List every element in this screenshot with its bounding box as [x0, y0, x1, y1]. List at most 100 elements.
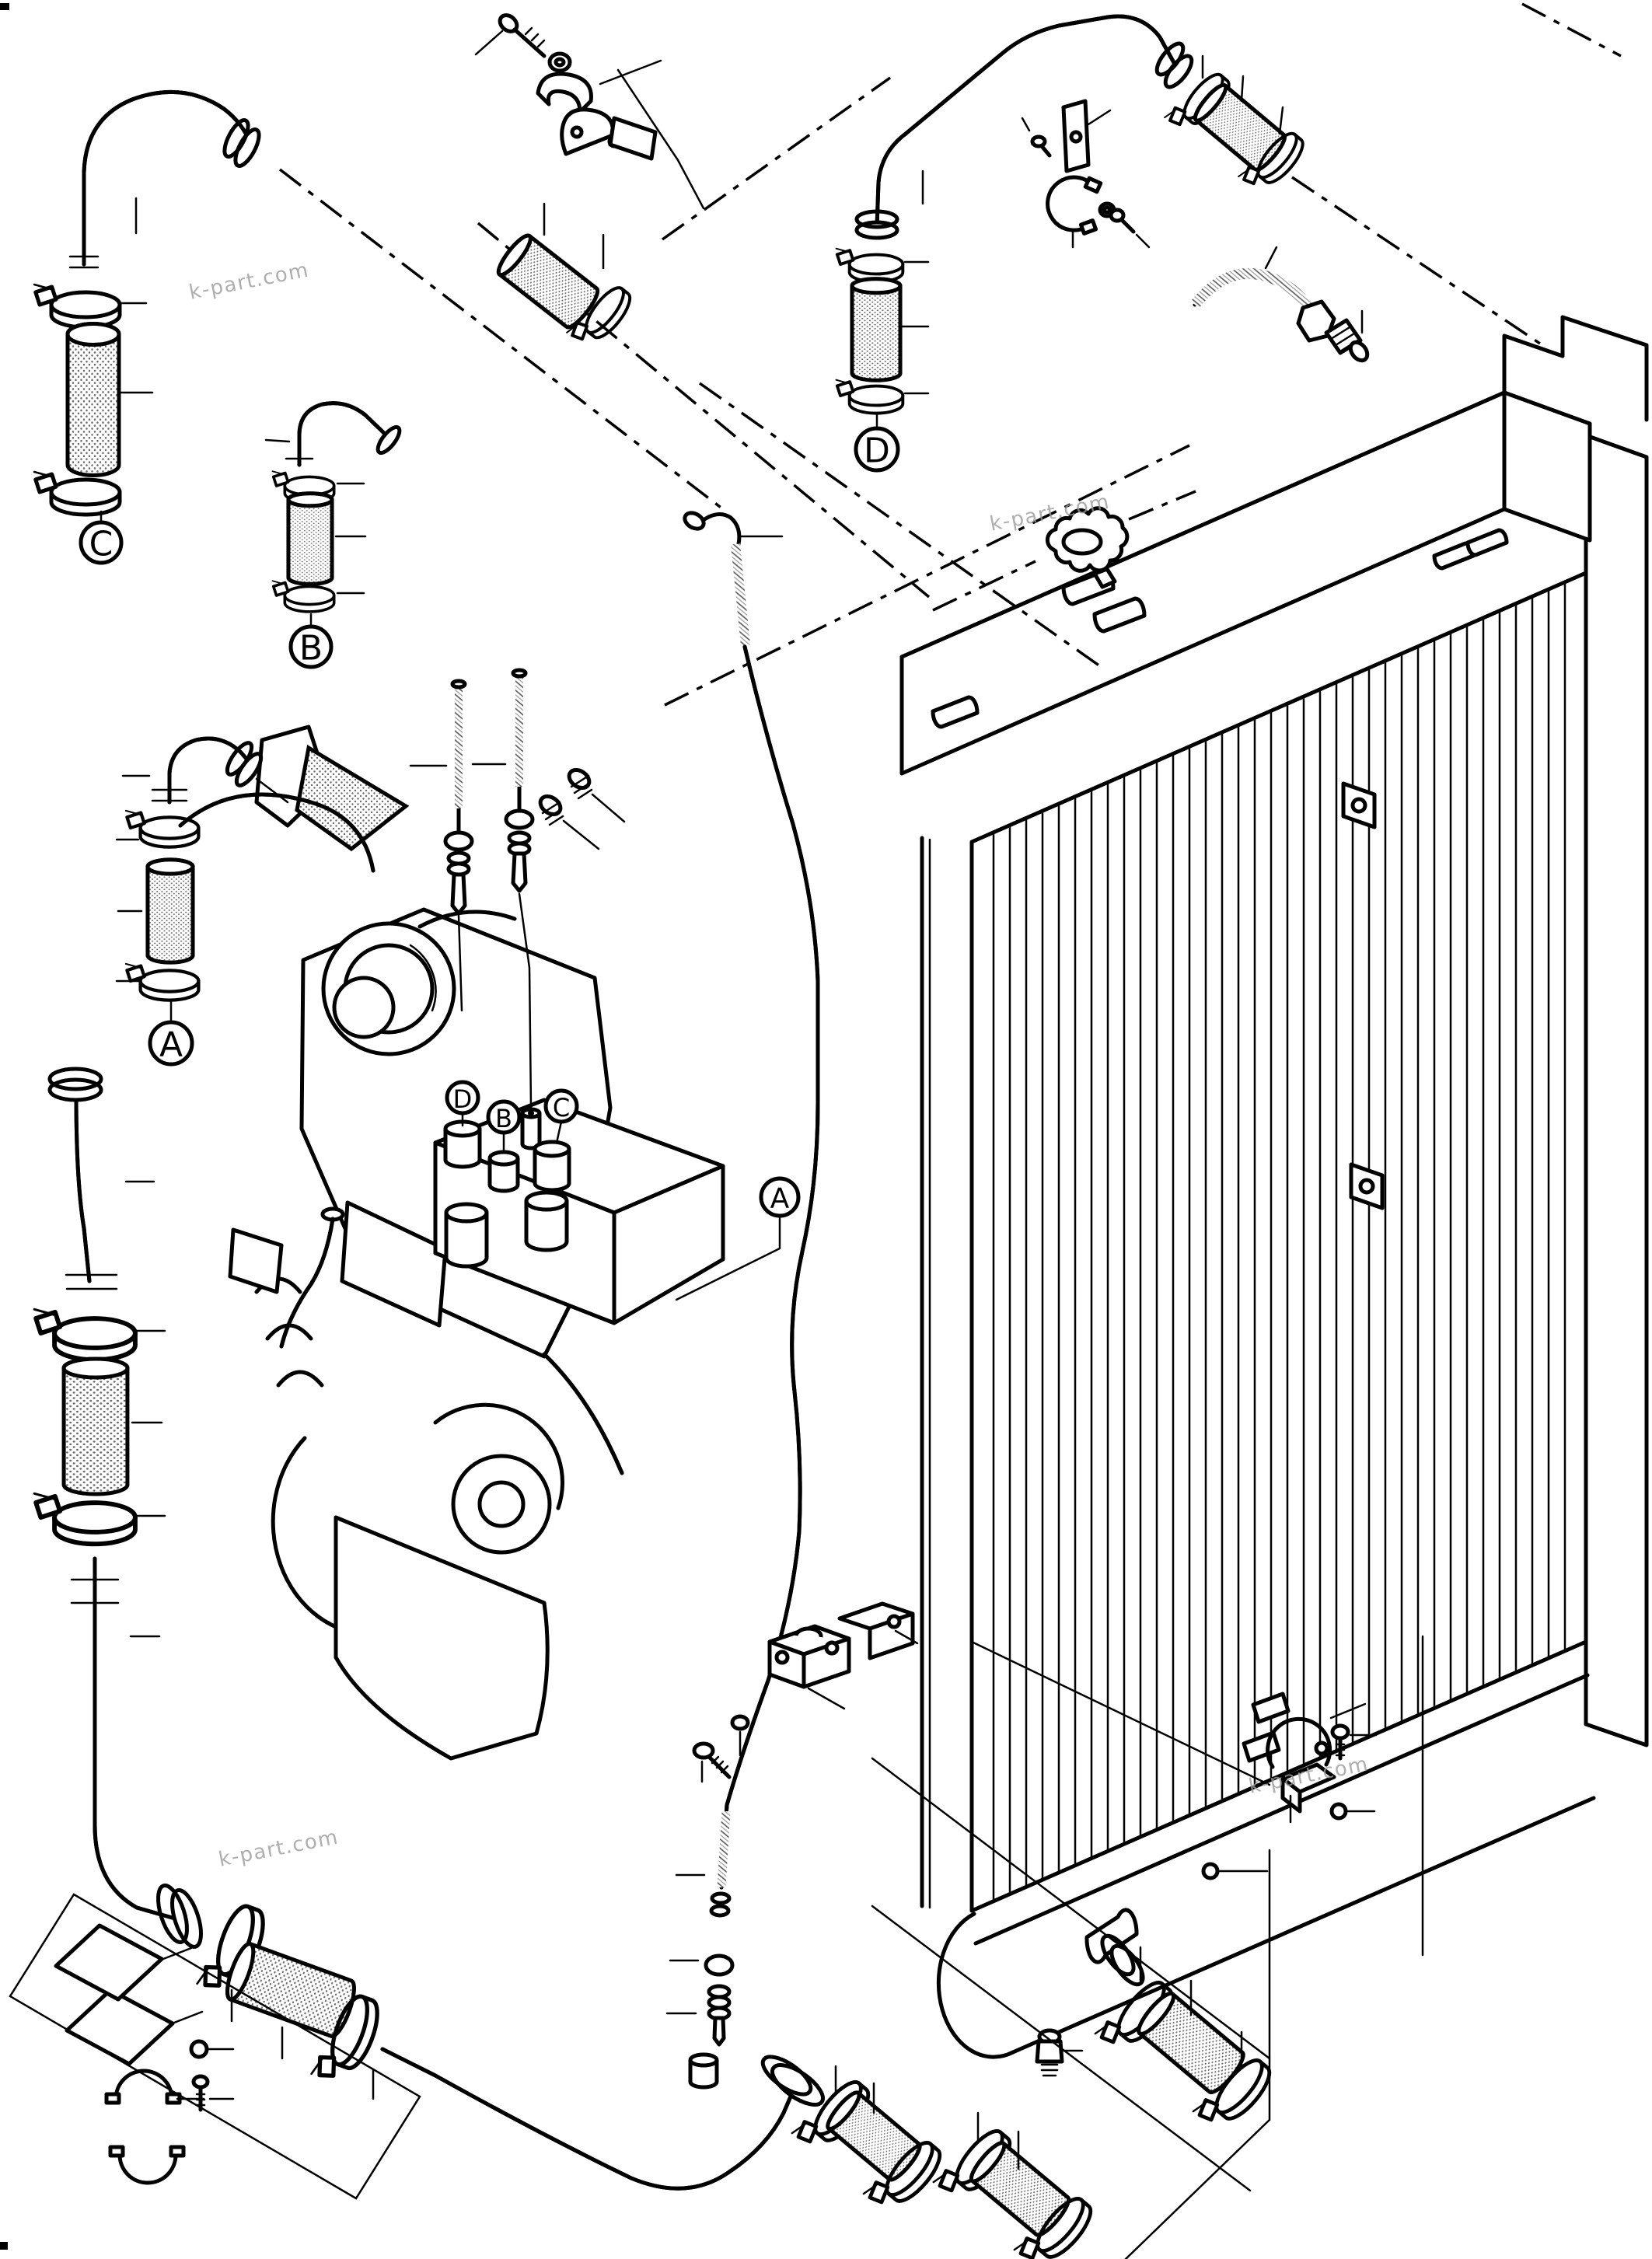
port-d [443, 1119, 482, 1169]
dipstick-tube [279, 1206, 345, 1349]
hose-bottom-fitting [665, 1873, 735, 2047]
shim-plate [608, 116, 658, 161]
callout-letter: A [159, 1025, 183, 1065]
radiator-fins [992, 581, 1566, 1903]
lower-left-pipe-run [34, 1067, 825, 2191]
callout-circle-c [79, 520, 124, 565]
rubber-sleeve [68, 324, 119, 476]
braided-hose-upper [1190, 246, 1370, 363]
nut [189, 2039, 235, 2059]
port-pin [520, 1107, 542, 1150]
shroud-plate-hatched [295, 745, 410, 852]
hose-2 [471, 668, 535, 1109]
callout-letter: B [495, 1104, 512, 1133]
inset-box-lines [871, 1635, 1424, 2259]
bolt [1330, 1723, 1378, 1761]
pipe-mount-clamp-lower-right [1242, 1692, 1378, 1824]
radiator-top-tank [899, 390, 1592, 776]
bolt [191, 2074, 235, 2112]
radiator-bottom-tank [936, 1673, 1596, 2077]
centerlines [278, 2, 1622, 707]
elbow-nut [683, 511, 706, 531]
rubber-sleeve [494, 232, 602, 331]
radiator-core [920, 571, 1588, 1913]
hose-clamp [126, 964, 199, 1000]
bolt [1109, 208, 1136, 234]
hose-end-ring [375, 424, 402, 456]
callout-circle-d [854, 426, 900, 473]
tank-top-stubs [1432, 528, 1509, 571]
callout-letter: B [299, 629, 323, 669]
pipe-bracket-assembly [474, 13, 705, 210]
watermark-text: k-part.com [187, 258, 311, 304]
core-mount-tab [1341, 781, 1377, 829]
watermark-text: k-part.com [217, 1825, 341, 1871]
half-ring-clamp [117, 2153, 178, 2185]
hose-clamp [34, 1493, 135, 1544]
clamp-block-front [767, 1624, 851, 1689]
engine-ports [443, 1107, 571, 1269]
port-c [533, 1140, 571, 1192]
half-ring-clamp [114, 2069, 174, 2101]
pipe-mount-clamp-lower-left [9, 1893, 421, 2200]
radiator-side-panel-notch [1502, 315, 1649, 422]
group-c-upper-hose: C [34, 89, 261, 565]
hose-clamp [126, 811, 199, 847]
port-large-2 [524, 1190, 569, 1252]
fitting-nut [504, 808, 535, 830]
hose-clamp [834, 246, 905, 284]
mount-plate [65, 1988, 175, 2066]
bottom-connection-kits [792, 1946, 1277, 2259]
engine-port-callouts: D B C A [445, 1080, 801, 1301]
clamp-foot-side [1280, 1776, 1302, 1814]
plug-nut [1201, 1862, 1269, 1880]
hose-clamp [834, 378, 905, 415]
page-mark [0, 3, 9, 10]
group-a-elbow: A [115, 736, 289, 1067]
rubber-sleeve [148, 860, 193, 962]
mid-sleeve-clamp [494, 202, 636, 354]
engine-feed-hoses [409, 668, 626, 1109]
filler-cap [1045, 506, 1130, 589]
fitting-nut [443, 830, 474, 852]
hose-clamp [271, 579, 336, 613]
fitting-nut [704, 1953, 735, 1977]
port-a-large [444, 1202, 489, 1269]
page-mark [0, 2242, 8, 2250]
drain-plug [1035, 2028, 1084, 2077]
drain-port-stub [688, 2052, 719, 2090]
rubber-sleeve [1189, 79, 1291, 176]
hose-clamp [34, 285, 120, 327]
rubber-sleeve [852, 279, 900, 381]
mount-plate [54, 1923, 164, 2002]
callout-circle-engine-d [445, 1080, 480, 1116]
radiator-side-frame [1584, 433, 1649, 1747]
rubber-sleeve [288, 494, 332, 585]
pipe-bell-end [770, 2063, 825, 2107]
radiator [899, 315, 1649, 2077]
clamp-ring [1266, 1716, 1332, 1769]
bolt [692, 1741, 732, 1783]
turbocharger [321, 910, 517, 1056]
u-pipe-upper: D [834, 14, 1309, 473]
exhaust-manifold [228, 1227, 324, 1388]
callout-letter: D [864, 431, 890, 471]
threaded-adapter [1324, 309, 1370, 363]
callout-letter: C [89, 525, 114, 564]
hose-clamp [34, 472, 120, 515]
mount-tab [1251, 1692, 1291, 1724]
inset-box [9, 1893, 421, 2200]
port-b [487, 1150, 520, 1193]
washer [547, 51, 572, 73]
union-plug [538, 794, 600, 850]
callout-circle-engine-b [486, 1099, 522, 1135]
bottom-tank-outlet [1084, 1908, 1145, 1987]
callout-circle-engine-c [543, 1088, 579, 1124]
callout-circle-engine-a [759, 1176, 801, 1218]
washer [730, 1714, 750, 1757]
clamp-block-rear [837, 1601, 915, 1660]
bolt [498, 13, 547, 58]
callout-letter: C [553, 1093, 570, 1123]
